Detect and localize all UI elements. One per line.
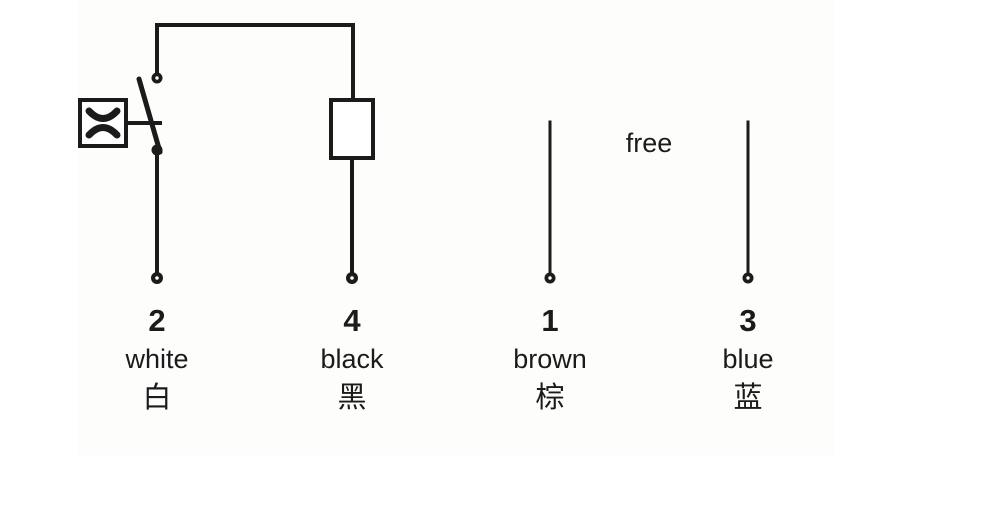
terminal-chinese-1: 棕 [535, 380, 565, 414]
terminal-english-3: blue [722, 344, 774, 374]
terminal-chinese-2: 白 [142, 380, 172, 414]
switch-blade [136, 72, 163, 156]
terminal-3-wire [742, 120, 754, 284]
terminal-english-2: white [125, 344, 189, 374]
terminal-english-1: brown [513, 344, 587, 374]
terminal-number-4: 4 [343, 303, 361, 338]
terminal-chinese-4: 黑 [337, 380, 367, 414]
top-rail-wire [155, 23, 355, 103]
terminal-number-1: 1 [541, 303, 559, 338]
terminal-4-wire [346, 156, 358, 284]
terminal-chinese-3: 蓝 [733, 380, 763, 414]
diagram-panel [78, 0, 835, 456]
terminal-1-wire [544, 120, 556, 284]
terminal-number-2: 2 [148, 303, 166, 338]
resistor-element [329, 98, 375, 160]
terminal-english-4: black [320, 344, 384, 374]
free-annotation: free [625, 128, 673, 158]
terminal-number-3: 3 [739, 303, 757, 338]
terminal-2-wire [151, 148, 163, 284]
bimetal-actuator-icon [78, 98, 162, 148]
